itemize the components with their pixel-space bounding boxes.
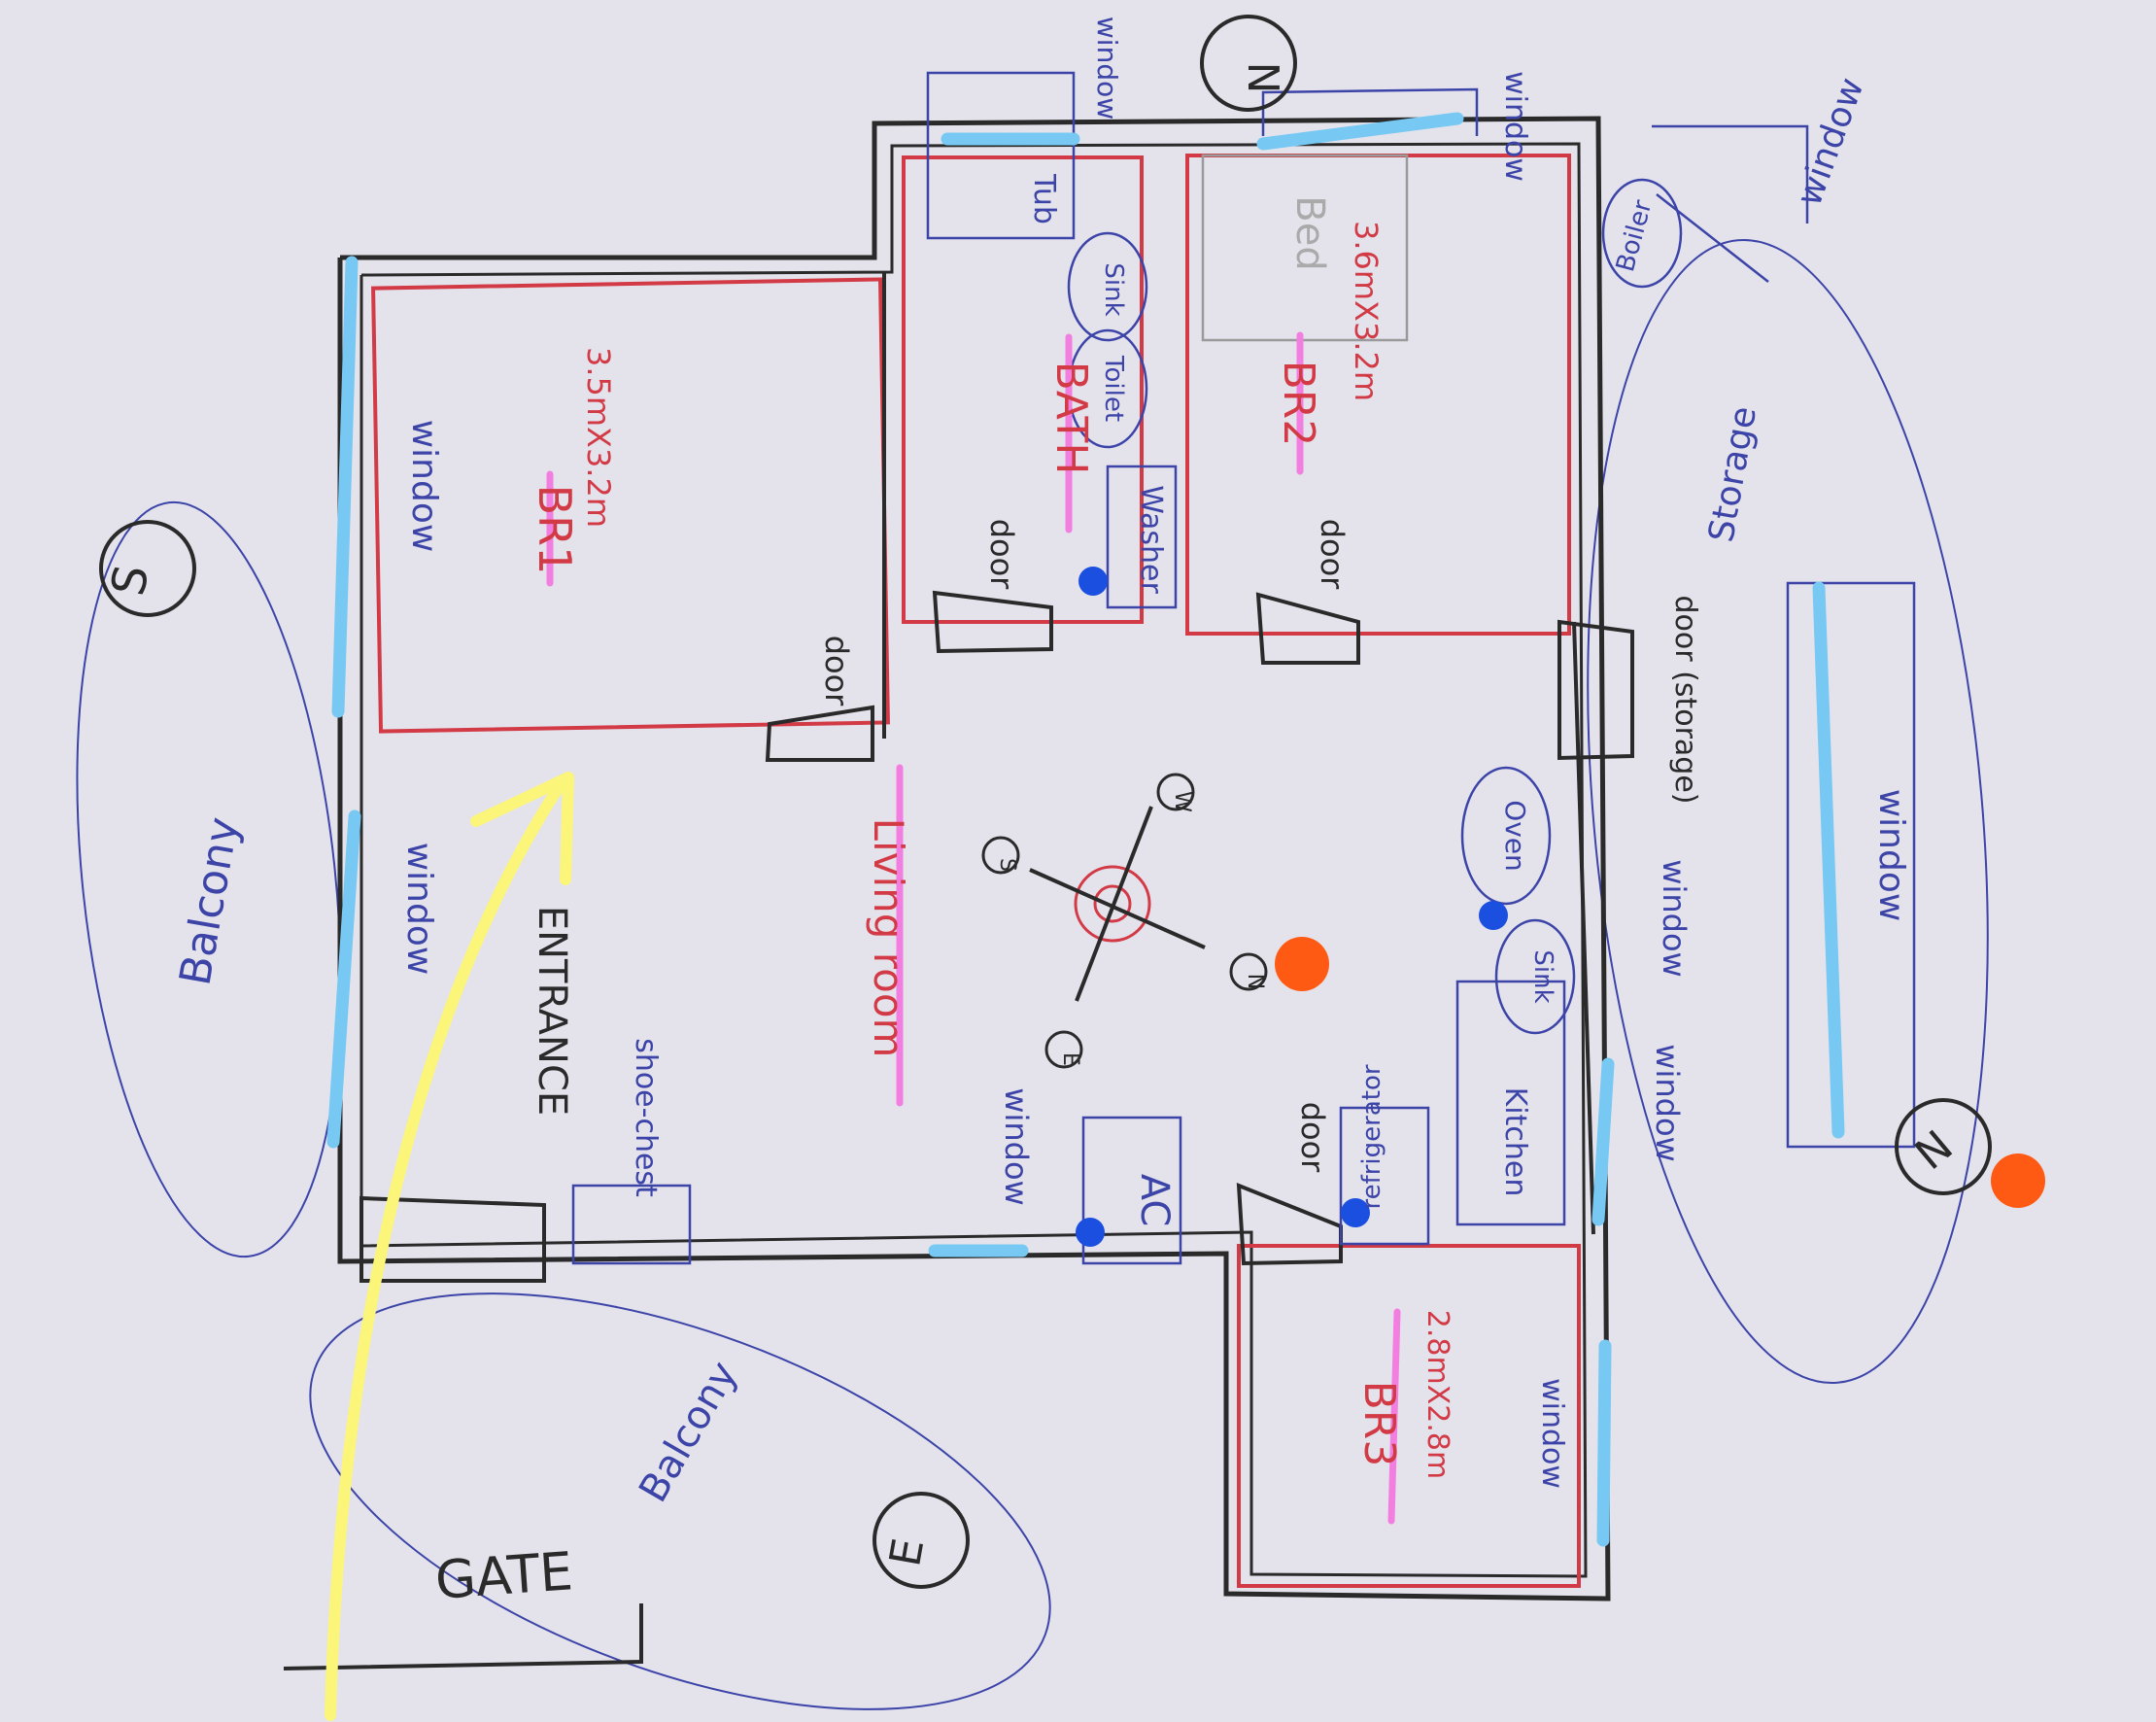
- oven-label: Oven: [1499, 800, 1531, 872]
- marker-blue-ac: [1076, 1218, 1105, 1247]
- door-label-br3: door: [1294, 1102, 1331, 1173]
- compass-rose-w: W: [1170, 791, 1194, 812]
- br2-name: BR2: [1274, 361, 1323, 447]
- marker-blue-bath: [1078, 567, 1108, 596]
- compass-s-circle: [99, 520, 196, 617]
- storage-label: Storage: [1701, 403, 1764, 545]
- window-living: [326, 809, 361, 1149]
- refrigerator-label: refrigerator: [1357, 1064, 1386, 1209]
- kitchen-label: Kitchen: [1498, 1087, 1532, 1197]
- door-bath: [932, 590, 1053, 654]
- storage-area-outline: [1587, 238, 1989, 1385]
- br3-name: BR3: [1354, 1381, 1404, 1467]
- compass-rose-n: N: [1243, 974, 1267, 989]
- toilet-label: Toilet: [1099, 355, 1128, 422]
- br2-size: 3.6mX3.2m: [1348, 221, 1385, 401]
- oven: [1460, 766, 1552, 906]
- balcony-south-label: Balcony: [170, 813, 249, 989]
- window-label-kitchen-1: window: [1656, 859, 1693, 977]
- compass-rose: [981, 773, 1268, 1069]
- window-frame-br2: [1261, 87, 1479, 136]
- kitchen-wall: [1572, 621, 1595, 1235]
- sink-kitchen-label: Sink: [1528, 949, 1557, 1003]
- washer-label: Washer: [1134, 485, 1168, 594]
- window-label-living: window: [399, 843, 439, 976]
- br1-size: 3.5mX3.2m: [580, 347, 617, 528]
- shoe-chest: [571, 1184, 692, 1265]
- br3-underline: [1387, 1308, 1401, 1525]
- door-storage-label: door (storage): [1668, 596, 1702, 805]
- window-label-ac: window: [998, 1087, 1035, 1205]
- boiler-label: Boiler: [1611, 197, 1658, 275]
- br2-bed-label: Bed: [1287, 195, 1332, 270]
- compass-rose-e: E: [1058, 1052, 1082, 1066]
- compass-e-circle: [873, 1492, 970, 1589]
- window-storage: [1812, 581, 1845, 1139]
- entrance-label: ENTRANCE: [530, 906, 574, 1116]
- door-storage: [1557, 619, 1634, 761]
- marker-blue-oven: [1479, 901, 1508, 930]
- sink-kitchen: [1494, 918, 1576, 1035]
- window-kitchen: [1591, 1057, 1615, 1226]
- tub-label: Tub: [1027, 173, 1061, 224]
- marker-orange-compass: [1275, 937, 1329, 991]
- window-br3: [1596, 1339, 1612, 1547]
- ac-unit: [1081, 1116, 1182, 1265]
- gate-bar: [283, 1603, 643, 1670]
- balcony-east-label: Balcony: [631, 1354, 746, 1509]
- window-label-br1: window: [404, 420, 444, 553]
- entry-arrow: [325, 772, 574, 1721]
- window-label-br3: window: [1535, 1378, 1569, 1489]
- boiler: [1601, 178, 1683, 289]
- window-br2: [1256, 112, 1464, 151]
- compass-n-letter-top: N: [1238, 62, 1287, 94]
- marker-blue-fridge: [1341, 1198, 1370, 1227]
- ac-label: AC: [1132, 1174, 1177, 1227]
- balcony-south-outline: [76, 500, 342, 1258]
- outer-walls: [337, 116, 1611, 1601]
- sink-bath: [1067, 231, 1148, 342]
- washer: [1106, 465, 1178, 609]
- door-label-bath: door: [983, 519, 1020, 590]
- kitchen-counter: [1455, 980, 1566, 1226]
- br3-outline: [1237, 1244, 1581, 1588]
- window-frame-storage: [1652, 124, 1809, 283]
- window-label-bath: window: [1091, 17, 1123, 120]
- door-br2: [1255, 592, 1360, 665]
- door-br3: [1236, 1182, 1343, 1266]
- door-label-br2: door: [1314, 519, 1351, 590]
- bath-outline: [902, 155, 1144, 624]
- compass-n-circle-top: [1200, 15, 1297, 112]
- window-label-storage: window: [1871, 789, 1911, 922]
- bed-br2: [1201, 154, 1409, 342]
- door-label-br1: door: [818, 636, 855, 706]
- gate-label: GATE: [433, 1540, 575, 1611]
- living-name: Living room: [865, 818, 912, 1058]
- entrance-door: [359, 1195, 546, 1283]
- window-label-br2: window: [1498, 71, 1532, 182]
- compass-rose-s: S: [995, 858, 1019, 872]
- br3-size: 2.8mX2.8m: [1420, 1310, 1454, 1479]
- bath-name: BATH: [1046, 362, 1096, 475]
- marker-orange-north: [1991, 1154, 2045, 1208]
- br1-outline: [371, 277, 890, 734]
- compass-n-circle-bottom: [1895, 1098, 1992, 1195]
- door-br1: [765, 705, 874, 762]
- compass-e-letter: E: [880, 1534, 934, 1569]
- shoe-chest-label: shoe-chest: [629, 1038, 663, 1197]
- br1-name: BR1: [529, 485, 581, 575]
- window-label-storage-top: window: [1790, 73, 1872, 211]
- bathtub: [926, 71, 1076, 240]
- window-br1: [331, 256, 359, 718]
- refrigerator: [1339, 1106, 1430, 1246]
- storage-shelf: [1786, 581, 1916, 1149]
- sink-label: Sink: [1099, 262, 1128, 316]
- window-label-kitchen-2: window: [1649, 1044, 1686, 1161]
